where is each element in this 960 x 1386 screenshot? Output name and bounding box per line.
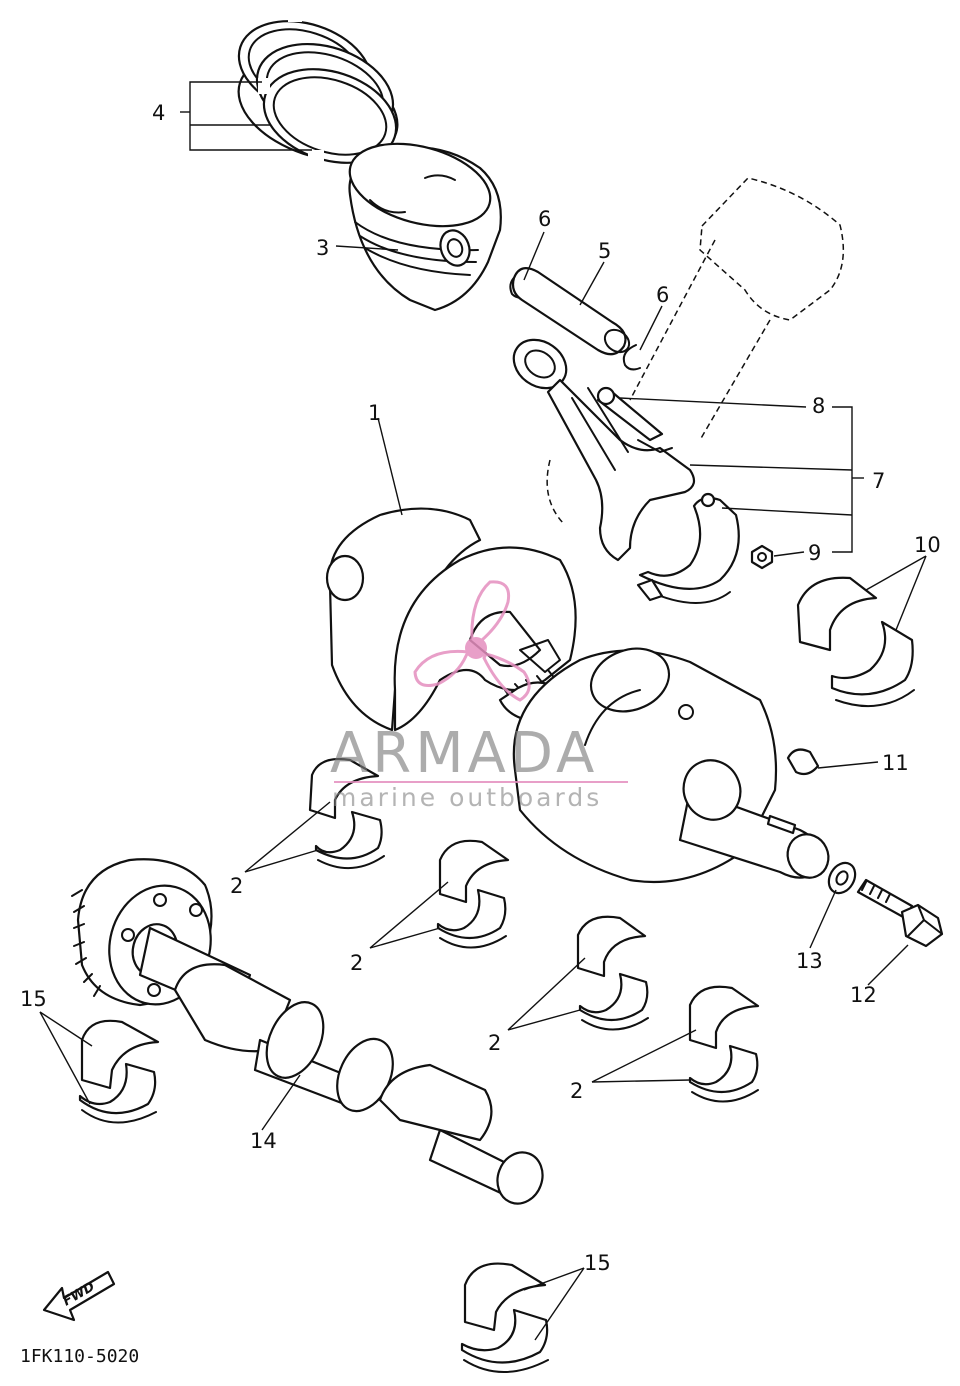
callout-12: 12 [850, 983, 877, 1007]
callout-8: 8 [812, 394, 825, 418]
main-bearing-set-4 [688, 985, 760, 1103]
watermark-title: ARMADA [330, 721, 598, 786]
callout-15-bottom: 15 [584, 1251, 611, 1275]
callout-13: 13 [796, 949, 823, 973]
callout-2-b: 2 [350, 951, 363, 975]
piston [348, 142, 502, 312]
callout-2-a: 2 [230, 874, 243, 898]
callout-2-d: 2 [570, 1079, 583, 1103]
woodruff-key [786, 748, 820, 776]
callout-7: 7 [872, 469, 885, 493]
main-bearing-set-1 [308, 757, 385, 870]
diagram-code: 1FK110-5020 [20, 1346, 139, 1367]
con-rod-bearings [796, 576, 915, 708]
con-rod-cap [636, 492, 740, 604]
balancer-shaft [71, 858, 544, 1205]
balancer-bearing-bottom [460, 1262, 549, 1373]
callout-15-top: 15 [20, 987, 47, 1011]
watermark: ARMADA marine outboards [330, 580, 628, 812]
piston-rings [237, 12, 399, 164]
callout-numbers: 4 3 6 5 6 8 7 9 10 1 11 13 12 2 2 2 2 15… [20, 101, 941, 1275]
con-rod-nut [750, 544, 774, 570]
main-bearing-set-2 [436, 839, 510, 949]
crankshaft [325, 507, 830, 884]
callout-6-left: 6 [538, 207, 551, 231]
callout-14: 14 [250, 1129, 277, 1153]
callout-1: 1 [368, 401, 381, 425]
callout-5: 5 [598, 239, 611, 263]
callout-3: 3 [316, 236, 329, 260]
engine-outline [546, 177, 845, 526]
crank-bolt [856, 878, 944, 948]
callout-4: 4 [152, 101, 165, 125]
propeller-logo-icon [413, 580, 531, 702]
piston-pin [511, 267, 631, 356]
washer [827, 861, 857, 895]
leader-lines [39, 81, 927, 1341]
circlip-right [622, 344, 641, 371]
main-bearing-set-3 [576, 915, 649, 1031]
forward-arrow: FWD [42, 1270, 116, 1322]
callout-9: 9 [808, 541, 821, 565]
watermark-subtitle: marine outboards [332, 783, 602, 812]
callout-6-right: 6 [656, 283, 669, 307]
callout-10: 10 [914, 533, 941, 557]
balancer-bearing-top [78, 1019, 160, 1124]
callout-11: 11 [882, 751, 909, 775]
connecting-rod [512, 338, 696, 562]
callout-2-c: 2 [488, 1031, 501, 1055]
